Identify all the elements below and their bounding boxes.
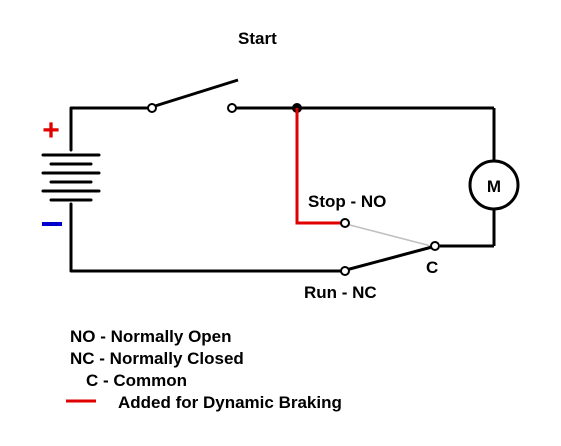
start-contact-right [227, 103, 237, 113]
common-contact [430, 241, 440, 251]
run-switch-blade [345, 245, 433, 272]
legend-nc: NC - Normally Closed [70, 349, 244, 368]
stop-label: Stop - NO [308, 192, 386, 211]
motor-label: M [487, 177, 501, 196]
common-label: C [426, 258, 438, 277]
top-wire [71, 106, 496, 273]
start-switch [147, 78, 239, 113]
braking-wire [295, 108, 341, 225]
battery [41, 106, 101, 273]
stop-contact [340, 218, 350, 228]
run-label: Run - NC [304, 283, 377, 302]
legend-no: NO - Normally Open [70, 327, 232, 346]
legend: NO - Normally Open NC - Normally Closed … [66, 327, 342, 412]
legend-c: C - Common [86, 371, 187, 390]
start-contact-left [147, 103, 157, 113]
legend-red: Added for Dynamic Braking [118, 393, 342, 412]
plus-sign: + [42, 114, 60, 147]
run-contact [340, 266, 350, 276]
minus-sign [42, 222, 62, 226]
stop-open-contact-line [345, 223, 432, 247]
start-label: Start [238, 29, 277, 48]
stop-run-switch [340, 218, 440, 276]
motor: M [468, 159, 520, 211]
